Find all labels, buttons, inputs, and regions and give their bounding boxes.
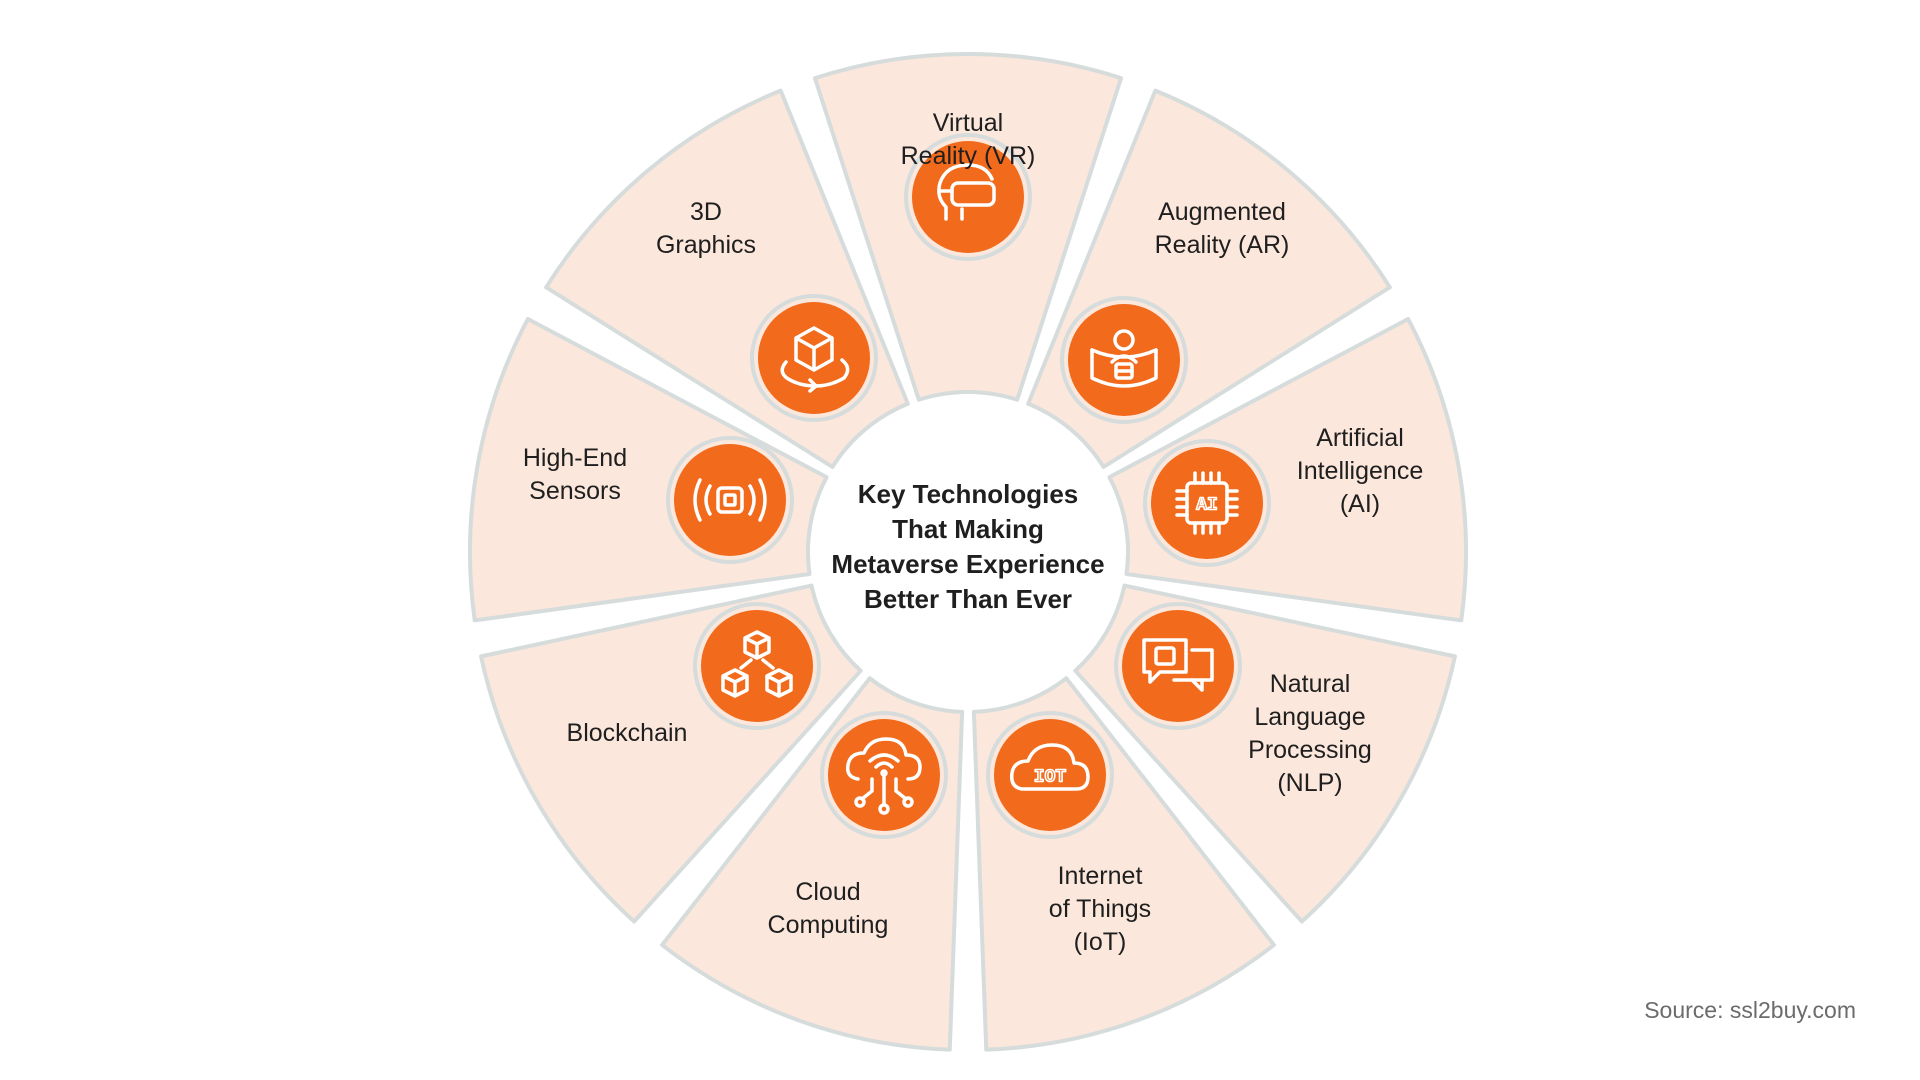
center-title-line-1: Key Technologies <box>858 479 1079 509</box>
center-title: Key Technologies That Making Metaverse E… <box>831 479 1104 614</box>
segment-graphics-label-line: 3D <box>690 198 722 226</box>
ar-projection-icon <box>1090 329 1158 388</box>
segment-iot-icon-disc <box>994 719 1106 831</box>
nlp-chat-chip-icon <box>1142 638 1214 692</box>
center-title-line-3: Metaverse Experience <box>831 549 1104 579</box>
segment-vr-icon-disc <box>912 141 1024 253</box>
segment-ai-icon-disc <box>1151 447 1263 559</box>
vr-headset-icon <box>937 163 996 221</box>
segment-ar-label-line: Reality (AR) <box>1155 231 1290 259</box>
iot-cloud-icon: IOT <box>1009 743 1090 791</box>
segment-iot: IOT Internet of Things (IoT) <box>971 676 1276 1052</box>
segment-graphics-label-line: Graphics <box>656 231 756 259</box>
segment-iot-label-line: (IoT) <box>1074 928 1127 956</box>
segment-ai-label-line: Artificial <box>1316 424 1404 452</box>
center-title-line-2: That Making <box>892 514 1044 544</box>
segment-nlp-label-line: Language <box>1254 703 1365 731</box>
segment-blockchain-label-line: Blockchain <box>567 719 688 747</box>
iot-icon-text: IOT <box>1034 767 1067 787</box>
segment-cloud-label-line: Cloud <box>795 878 860 906</box>
segment-ar-label-line: Augmented <box>1158 198 1286 226</box>
ai-icon-text: AI <box>1196 495 1218 515</box>
segment-iot-label-line: of Things <box>1049 895 1151 923</box>
segment-iot-label-line: Internet <box>1058 862 1143 890</box>
3d-cube-rotate-icon <box>780 326 850 393</box>
segment-ar-icon-disc <box>1068 304 1180 416</box>
segment-graphics: 3D Graphics <box>544 88 910 469</box>
segment-blockchain: Blockchain <box>479 583 863 924</box>
segment-ai-label-line: (AI) <box>1340 490 1380 518</box>
segment-vr-label-line: Virtual <box>933 109 1003 137</box>
cloud-computing-icon <box>845 737 922 815</box>
segment-nlp-label-line: Processing <box>1248 736 1372 764</box>
segment-ai-label-line: Intelligence <box>1297 457 1423 485</box>
center-title-line-4: Better Than Ever <box>864 584 1072 614</box>
segment-sensors-label-line: Sensors <box>529 477 621 505</box>
blockchain-cubes-icon <box>721 630 793 698</box>
segment-vr-label-line: Reality (VR) <box>901 142 1036 170</box>
segment-nlp-label-line: Natural <box>1270 670 1351 698</box>
segment-sensors-label-line: High-End <box>523 444 627 472</box>
segment-nlp-label-line: (NLP) <box>1277 769 1342 797</box>
sensor-signal-icon <box>693 478 767 522</box>
segment-sensors-icon-disc <box>674 444 786 556</box>
ai-chip-icon: AI <box>1175 471 1239 535</box>
segment-cloud-label-line: Computing <box>768 911 889 939</box>
segment-blockchain-icon-disc <box>701 610 813 722</box>
source-credit: Source: ssl2buy.com <box>1644 997 1856 1023</box>
segment-nlp-icon-disc <box>1122 610 1234 722</box>
